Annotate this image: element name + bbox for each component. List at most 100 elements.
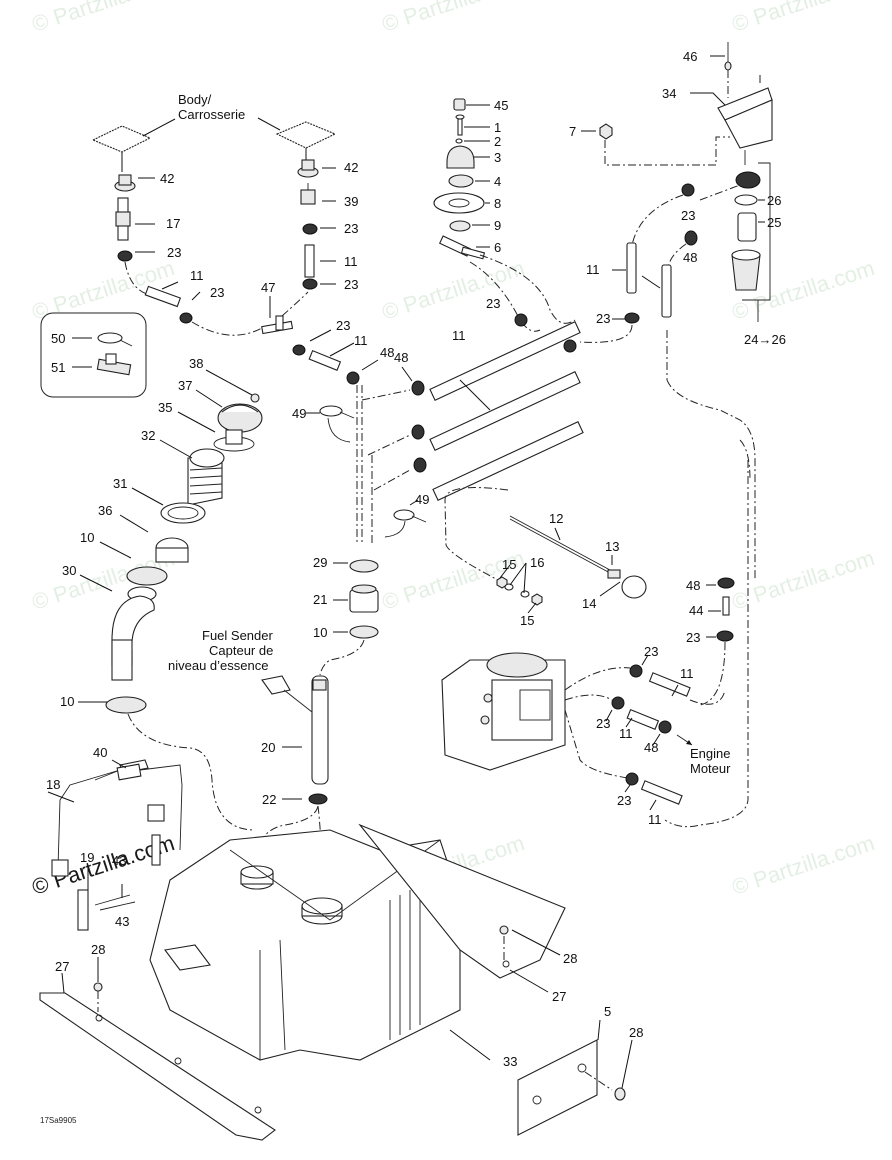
label-28-right: 28: [563, 951, 577, 966]
label-20: 20: [261, 740, 275, 755]
plate-5: [517, 1039, 626, 1136]
label-16: 16: [530, 555, 544, 570]
label-43-upper: 43: [112, 853, 126, 868]
watermark: © Partzilla.com: [729, 830, 878, 900]
drawing-code: 17Sa9905: [40, 1116, 77, 1125]
label-13: 13: [605, 539, 619, 554]
label-44: 44: [689, 603, 703, 618]
label-23-engine: 23: [686, 630, 700, 645]
label-10-hose: 10: [60, 694, 74, 709]
carburetor: [441, 652, 566, 771]
label-1: 1: [494, 120, 501, 135]
label-23-valve: 23: [486, 296, 500, 311]
label-46: 46: [683, 49, 697, 64]
label-50: 50: [51, 331, 65, 346]
label-6: 6: [494, 240, 501, 255]
label-32: 32: [141, 428, 155, 443]
label-27-right: 27: [552, 989, 566, 1004]
label-23-tee: 23: [336, 318, 350, 333]
label-11-right: 11: [344, 254, 358, 269]
label-23-carb-lower: 23: [617, 793, 631, 808]
fuel-tank: [149, 829, 461, 1061]
side-panel-right: [358, 823, 566, 979]
part-labels: 46 34 45 1 2 3 4 8 9 6 7 26 25 23 48 11 …: [46, 49, 786, 1069]
label-7: 7: [569, 124, 576, 139]
label-23-right: 23: [344, 221, 358, 236]
parallel-hoses: [361, 321, 584, 501]
label-21: 21: [313, 592, 327, 607]
label-42-left: 42: [160, 171, 174, 186]
label-26: 26: [767, 193, 781, 208]
fuel-valve-stack: [433, 98, 577, 353]
bottom-rail-left: [39, 982, 276, 1141]
label-2: 2: [494, 134, 501, 149]
label-23-filter: 23: [681, 208, 695, 223]
label-11-filter: 11: [586, 262, 600, 277]
label-10-neck: 10: [80, 530, 94, 545]
callout-moteur: Moteur: [690, 761, 731, 776]
label-28-left: 28: [91, 942, 105, 957]
label-43-lower: 43: [115, 914, 129, 929]
watermark: © Partzilla.com: [729, 0, 878, 37]
label-11-carb-mid: 11: [619, 726, 633, 741]
label-47: 47: [261, 280, 275, 295]
label-8: 8: [494, 196, 501, 211]
callout-carrosserie: Carrosserie: [178, 107, 245, 122]
body-mount-right: [275, 121, 337, 290]
label-49-upper: 49: [292, 406, 306, 421]
label-48-parallel: 48: [394, 350, 408, 365]
choke-cable: [444, 487, 647, 606]
label-22: 22: [262, 792, 276, 807]
label-3: 3: [494, 150, 501, 165]
label-15-upper: 15: [502, 557, 516, 572]
label-11-carb-lower: 11: [648, 812, 662, 827]
label-48-filter: 48: [683, 250, 697, 265]
label-42-right: 42: [344, 160, 358, 175]
label-39: 39: [344, 194, 358, 209]
label-48-tee: 48: [380, 345, 394, 360]
label-17: 17: [166, 216, 180, 231]
label-11-parallel: 11: [452, 328, 466, 343]
label-14: 14: [582, 596, 596, 611]
label-19: 19: [80, 850, 94, 865]
label-23-carb-mid: 23: [596, 716, 610, 731]
label-35: 35: [158, 400, 172, 415]
label-33: 33: [503, 1054, 517, 1069]
label-36: 36: [98, 503, 112, 518]
label-23-left-lower: 23: [210, 285, 224, 300]
body-mount-left: [91, 125, 152, 262]
tank-straps: [51, 759, 183, 931]
label-45: 45: [494, 98, 508, 113]
kit-box: [40, 312, 147, 398]
callout-engine: Engine: [690, 746, 730, 761]
watermark: © Partzilla.com: [29, 0, 178, 37]
label-23-right-lower: 23: [344, 277, 358, 292]
label-15-lower: 15: [520, 613, 534, 628]
label-4: 4: [494, 174, 501, 189]
label-5: 5: [604, 1004, 611, 1019]
label-30: 30: [62, 563, 76, 578]
label-27-left: 27: [55, 959, 69, 974]
label-25: 25: [767, 215, 781, 230]
label-11-left: 11: [190, 268, 204, 283]
label-23-left: 23: [167, 245, 181, 260]
label-48-carb: 48: [644, 740, 658, 755]
label-11-carb-upper: 11: [680, 666, 694, 681]
callout-capteur: Capteur de: [209, 643, 273, 658]
label-48-engine: 48: [686, 578, 700, 593]
leader-lines: [47, 55, 765, 1089]
label-38: 38: [189, 356, 203, 371]
label-29: 29: [313, 555, 327, 570]
engine-hoses: [564, 664, 726, 805]
label-9: 9: [494, 218, 501, 233]
callout-niveau: niveau d’essence: [168, 658, 268, 673]
label-12: 12: [549, 511, 563, 526]
watermark: © Partzilla.com: [379, 0, 528, 37]
callout-body: Body/: [178, 92, 212, 107]
label-11-tee: 11: [354, 333, 368, 348]
label-31: 31: [113, 476, 127, 491]
label-28-plate: 28: [629, 1025, 643, 1040]
callout-fuel-sender: Fuel Sender: [202, 628, 273, 643]
hose-11: [124, 261, 263, 336]
